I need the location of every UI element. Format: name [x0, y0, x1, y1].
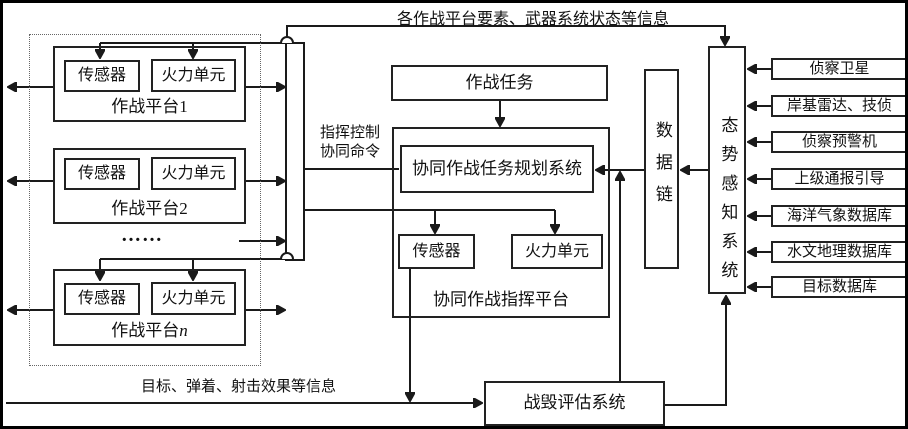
command-platform-box: 协同作战指挥平台	[392, 127, 610, 318]
combat-task-box: 作战任务	[391, 65, 608, 101]
planning-system-box: 协同作战任务规划系统	[400, 145, 594, 193]
line-jump-bottom	[280, 252, 294, 260]
platform1-label: 作战平台1	[55, 97, 244, 117]
connector-layer	[6, 25, 771, 429]
top-flow-label: 各作战平台要素、武器系统状态等信息	[396, 11, 669, 28]
platformn-name: 作战平台	[111, 321, 180, 341]
platform2-label: 作战平台2	[55, 199, 244, 219]
platformn-label: 作战平台n	[55, 321, 244, 341]
command-bus-bar	[285, 42, 305, 261]
source-recon-satellite: 侦察卫星	[771, 58, 905, 80]
combat-platform-2: 传感器 火力单元 作战平台2	[53, 148, 246, 224]
bottom-flow-label: 目标、弹着、射击效果等信息	[141, 379, 337, 395]
platform-group-frame	[29, 34, 261, 366]
platformn-fireunit-box: 火力单元	[151, 282, 236, 315]
source-recon-aewc: 侦察预警机	[771, 131, 905, 153]
line-jump-top	[280, 36, 294, 44]
platform2-index: 2	[179, 199, 188, 219]
command-platform-label: 协同作战指挥平台	[433, 290, 569, 310]
source-superior-guidance: 上级通报引导	[771, 168, 905, 190]
damage-assessment-box: 战毁评估系统	[484, 381, 665, 426]
data-link-box: 数据链	[644, 69, 679, 269]
cp-fireunit-box: 火力单元	[511, 234, 603, 269]
source-target-db: 目标数据库	[771, 276, 905, 298]
command-control-label: 指挥控制 协同命令	[308, 124, 392, 162]
platformn-index: n	[179, 321, 188, 341]
top-flow-line	[286, 25, 725, 44]
situation-awareness-label: 态势感知系统	[718, 116, 738, 290]
cp-sensor-box: 传感器	[398, 234, 475, 269]
platform1-fireunit-box: 火力单元	[151, 59, 236, 92]
platform2-sensor-box: 传感器	[64, 158, 140, 190]
platform1-name: 作战平台	[111, 97, 180, 117]
source-shore-radar: 岸基雷达、技侦	[771, 95, 905, 117]
combat-platform-1: 传感器 火力单元 作战平台1	[53, 46, 246, 122]
platformn-sensor-box: 传感器	[64, 283, 140, 315]
situation-awareness-box: 态势感知系统	[708, 46, 746, 294]
source-ocean-weather-db: 海洋气象数据库	[771, 205, 905, 227]
platform1-sensor-box: 传感器	[64, 60, 140, 92]
source-hydro-geo-db: 水文地理数据库	[771, 241, 905, 263]
damage-to-situation-arrow	[665, 297, 726, 406]
command-control-label-line1: 指挥控制	[319, 125, 380, 141]
command-control-label-line2: 协同命令	[319, 143, 380, 160]
platform1-index: 1	[179, 97, 188, 117]
platform2-name: 作战平台	[111, 199, 180, 219]
more-platforms-ellipsis: ……	[121, 224, 163, 246]
platform2-fireunit-box: 火力单元	[151, 157, 236, 190]
combat-platform-n: 传感器 火力单元 作战平台n	[53, 269, 246, 346]
data-link-label: 数据链	[652, 121, 672, 217]
